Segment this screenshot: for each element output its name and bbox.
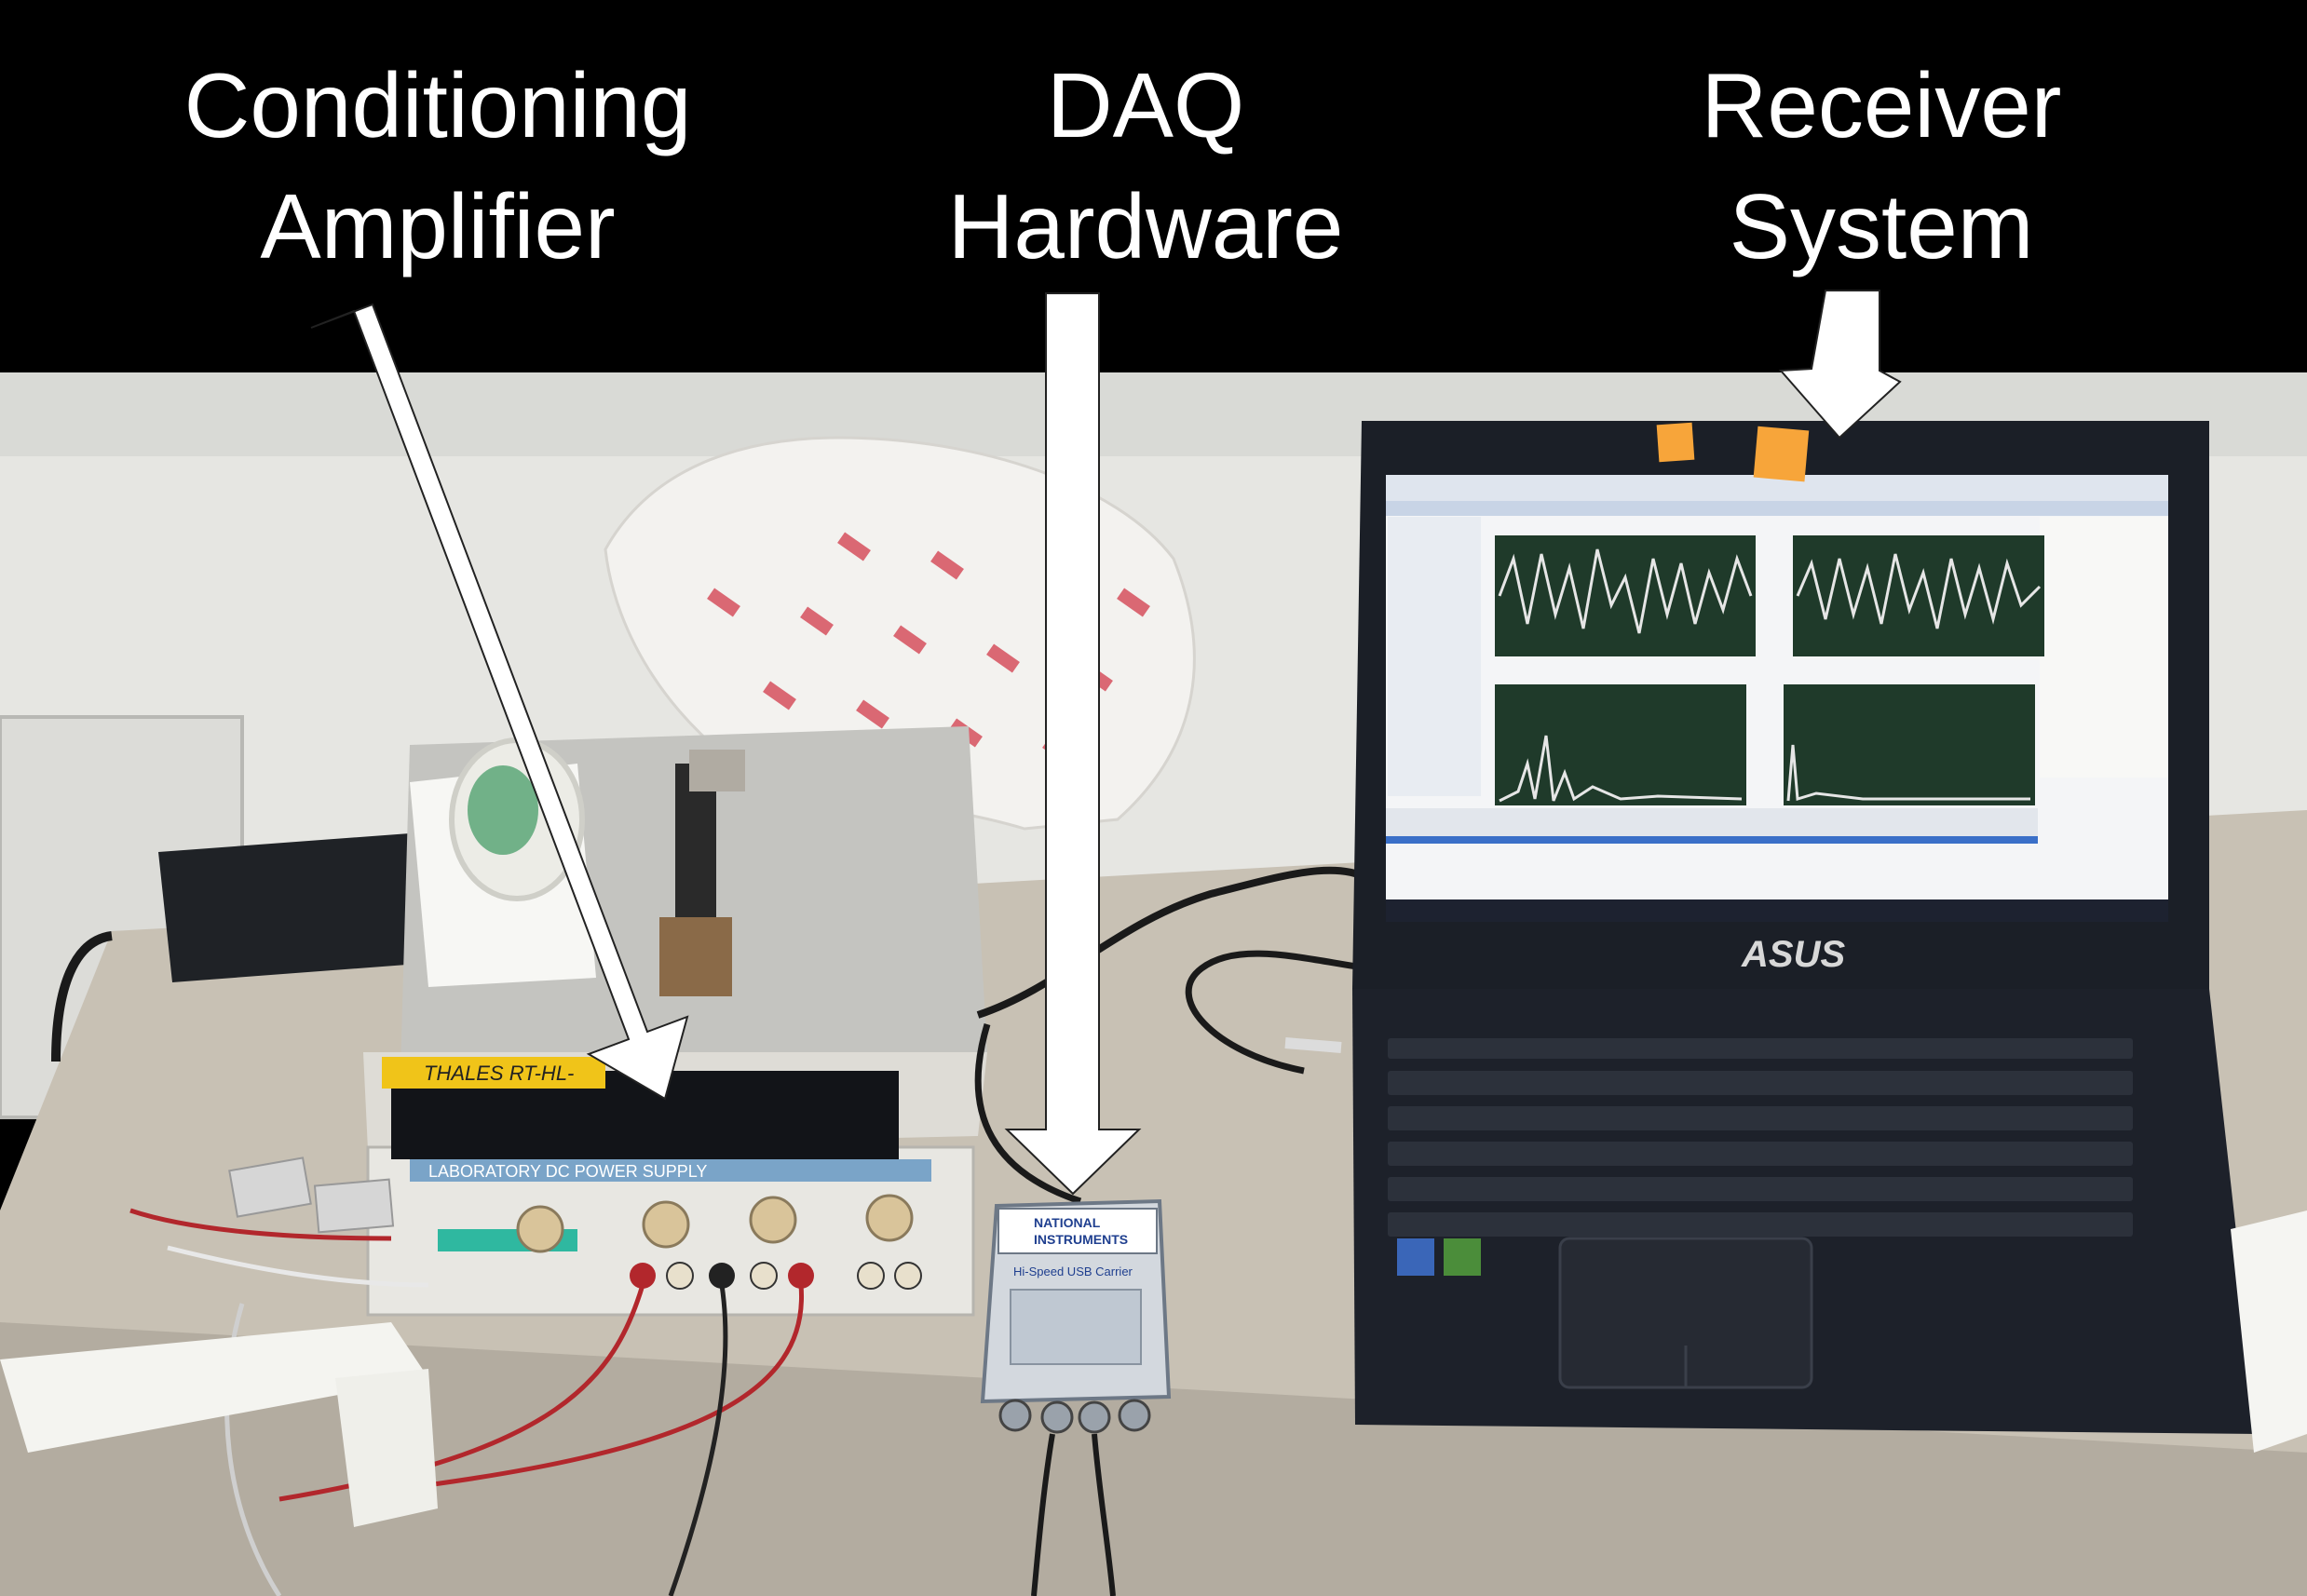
arrow-receiver-system bbox=[1778, 290, 1902, 440]
label-conditioning-line2: Amplifier bbox=[260, 175, 616, 277]
power-supply-knobs bbox=[516, 1194, 914, 1253]
power-adapter bbox=[158, 833, 419, 982]
label-daq-line2: Hardware bbox=[947, 175, 1344, 277]
label-conditioning-amplifier: Conditioning Amplifier bbox=[158, 45, 717, 287]
test-leads bbox=[129, 1208, 805, 1596]
sticky-note-1 bbox=[1656, 422, 1695, 463]
label-receiver-line2: System bbox=[1729, 175, 2034, 277]
sensor-mount bbox=[689, 750, 745, 791]
connector-blocks bbox=[228, 1156, 395, 1234]
arrow-daq-hardware bbox=[1004, 292, 1142, 1196]
daq-model: Hi-Speed USB Carrier bbox=[1013, 1265, 1133, 1278]
intel-sticker bbox=[1397, 1238, 1434, 1276]
daq-device: NATIONAL INSTRUMENTS Hi-Speed USB Carrie… bbox=[980, 1198, 1172, 1434]
plot-time-2 bbox=[1793, 535, 2044, 656]
daq-brand-line1: NATIONAL bbox=[1034, 1215, 1101, 1230]
power-supply-terminals bbox=[630, 1262, 922, 1290]
caption-banner: Conditioning Amplifier DAQ Hardware Rece… bbox=[0, 0, 2307, 372]
laptop-brand: ASUS bbox=[1741, 934, 1845, 975]
keyboard bbox=[1388, 1038, 2133, 1237]
label-daq-line1: DAQ bbox=[1046, 54, 1245, 156]
plot-fft-2 bbox=[1784, 684, 2035, 805]
sticky-note-2 bbox=[1753, 426, 1810, 482]
gpu-sticker bbox=[1444, 1238, 1481, 1276]
usb-cable bbox=[1185, 950, 1370, 1075]
bnc-cable-2 bbox=[1092, 1433, 1116, 1596]
power-supply-tag: THALES RT-HL- bbox=[424, 1062, 574, 1085]
laptop: ASUS bbox=[1352, 421, 2259, 1434]
cable-back bbox=[976, 866, 1381, 1019]
sensor-block bbox=[659, 917, 732, 996]
tape-patch bbox=[335, 1369, 438, 1527]
paper-right bbox=[2231, 1211, 2307, 1453]
label-receiver-system: Receiver System bbox=[1667, 45, 2096, 287]
arrow-conditioning-amplifier bbox=[310, 303, 689, 1101]
label-receiver-line1: Receiver bbox=[1701, 54, 2062, 156]
power-supply-panel-label: LABORATORY DC POWER SUPPLY bbox=[428, 1162, 707, 1181]
taskbar bbox=[1386, 899, 2168, 922]
lab-setup-photo: THALES RT-HL- LABORATORY DC POWER SUPPLY bbox=[0, 372, 2307, 1596]
power-supply-tag-strip bbox=[382, 1057, 605, 1089]
cable-daq bbox=[974, 1022, 1082, 1205]
tape-strip bbox=[0, 1322, 428, 1453]
adapter-cable bbox=[51, 931, 113, 1062]
plot-time-1 bbox=[1495, 535, 1756, 656]
usb-plug bbox=[1284, 1037, 1342, 1053]
bnc-cable-1 bbox=[1031, 1433, 1055, 1596]
power-supply-label-band bbox=[410, 1159, 931, 1182]
label-daq-hardware: DAQ Hardware bbox=[922, 45, 1369, 287]
tape-roll-core bbox=[468, 765, 538, 855]
label-conditioning-line1: Conditioning bbox=[183, 54, 692, 156]
daq-brand-line2: INSTRUMENTS bbox=[1034, 1232, 1128, 1247]
